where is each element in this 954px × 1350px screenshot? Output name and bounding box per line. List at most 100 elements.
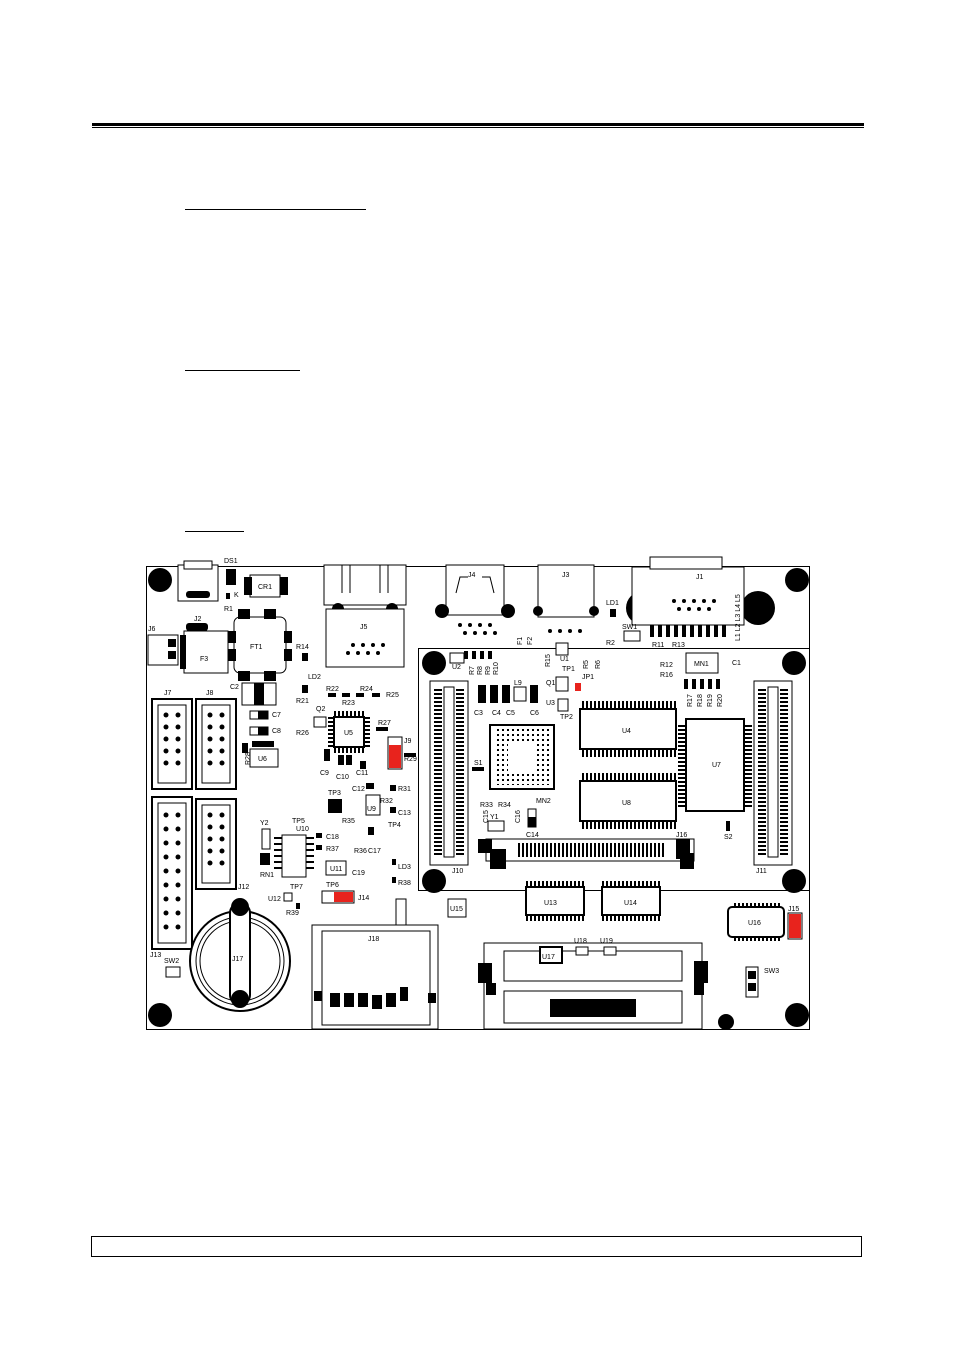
label-R11: R11 [652,642,664,649]
label-Y2: Y2 [260,820,269,827]
label-U6: U6 [258,756,267,763]
label-C17: C17 [368,848,381,855]
label-TP4: TP4 [388,822,401,829]
label-FT1: FT1 [250,644,263,651]
label-R20: R20 [717,694,724,707]
label-U4: U4 [622,728,631,735]
label-C1: C1 [732,660,741,667]
label-R36: R36 [354,848,367,855]
label-U1: U1 [560,656,569,663]
page-footer-box [91,1236,862,1257]
label-R6: R6 [595,660,602,669]
label-R7: R7 [469,666,476,675]
label-R18: R18 [697,694,704,707]
label-U12: U12 [268,896,281,903]
label-J16: J16 [676,832,687,839]
label-R14: R14 [296,644,309,651]
label-R38: R38 [398,880,411,887]
label-C4: C4 [492,710,501,717]
label-C10: C10 [336,774,349,781]
label-C9: C9 [320,770,329,777]
label-C2: C2 [230,684,239,691]
label-S1: S1 [474,760,483,767]
label-J12: J12 [238,884,249,891]
label-CR1: CR1 [258,584,272,591]
label-U8: U8 [622,800,631,807]
label-U2: U2 [452,664,461,671]
label-R34: R34 [498,802,511,809]
label-R39: R39 [286,910,299,917]
label-R2: R2 [606,640,615,647]
label-R23: R23 [342,700,355,707]
label-R12: R12 [660,662,673,669]
label-LD3: LD3 [398,864,411,871]
label-RN1: RN1 [260,872,274,879]
label-C14: C14 [526,832,539,839]
label-R22: R22 [326,686,339,693]
header-rule-thick [92,123,864,126]
label-TP3: TP3 [328,790,341,797]
section-heading-2-underline [185,370,300,371]
label-U14: U14 [624,900,637,907]
label-J17: J17 [232,956,243,963]
label-C8: C8 [272,728,281,735]
label-R9: R9 [485,666,492,675]
label-R24: R24 [360,686,373,693]
label-R37: R37 [326,846,339,853]
label-F1: F1 [517,637,524,645]
label-J10: J10 [452,868,463,875]
section-heading-1-underline [185,209,366,210]
label-MN2: MN2 [536,798,551,805]
label-C3: C3 [474,710,483,717]
label-J13: J13 [150,952,161,959]
label-L1-5: L1 L2 L3 L4 L5 [735,594,742,641]
label-R16: R16 [660,672,673,679]
label-MN1: MN1 [694,661,709,668]
label-R19: R19 [707,694,714,707]
header-rule-thin [92,127,864,128]
label-U11: U11 [330,866,342,873]
pcb-layout-diagram: DS1 K R1 CR1 J2 J6 F3 FT1 C2 C7 C8 J7 J8… [146,556,810,1030]
label-J14: J14 [358,895,369,902]
jumper-JP1 [575,683,581,691]
label-R28: R28 [245,752,252,765]
jumper-J15 [789,914,801,938]
label-R10: R10 [493,662,500,675]
label-J5: J5 [360,624,368,631]
label-J4: J4 [468,572,476,579]
label-U9: U9 [367,806,376,813]
label-C11: C11 [356,770,368,777]
label-SW2: SW2 [164,958,179,965]
label-TP6: TP6 [326,882,339,889]
label-Q2: Q2 [316,706,325,713]
label-R27: R27 [378,720,391,727]
label-C15: C15 [483,810,490,823]
label-C12: C12 [352,786,365,793]
label-J3: J3 [562,572,570,579]
label-L9: L9 [514,680,522,687]
label-J7: J7 [164,690,172,697]
label-TP2: TP2 [560,714,573,721]
jumper-J9 [389,745,401,768]
label-LD1: LD1 [606,600,619,607]
label-J18: J18 [368,936,379,943]
label-U19: U19 [600,938,613,945]
label-U10: U10 [296,826,309,833]
label-U13: U13 [544,900,557,907]
label-U17: U17 [542,954,555,961]
label-C6: C6 [530,710,539,717]
label-C5: C5 [506,710,515,717]
label-R32: R32 [380,798,393,805]
label-U7: U7 [712,762,721,769]
label-F2: F2 [527,637,534,645]
label-U15: U15 [450,906,463,913]
label-J1: J1 [696,574,704,581]
label-U18: U18 [574,938,587,945]
label-R1: R1 [224,606,233,613]
label-Q1: Q1 [546,680,555,687]
label-J9: J9 [404,738,412,745]
label-TP1: TP1 [562,666,575,673]
label-C19: C19 [352,870,365,877]
label-TP5: TP5 [292,818,305,825]
label-R15: R15 [545,654,552,667]
